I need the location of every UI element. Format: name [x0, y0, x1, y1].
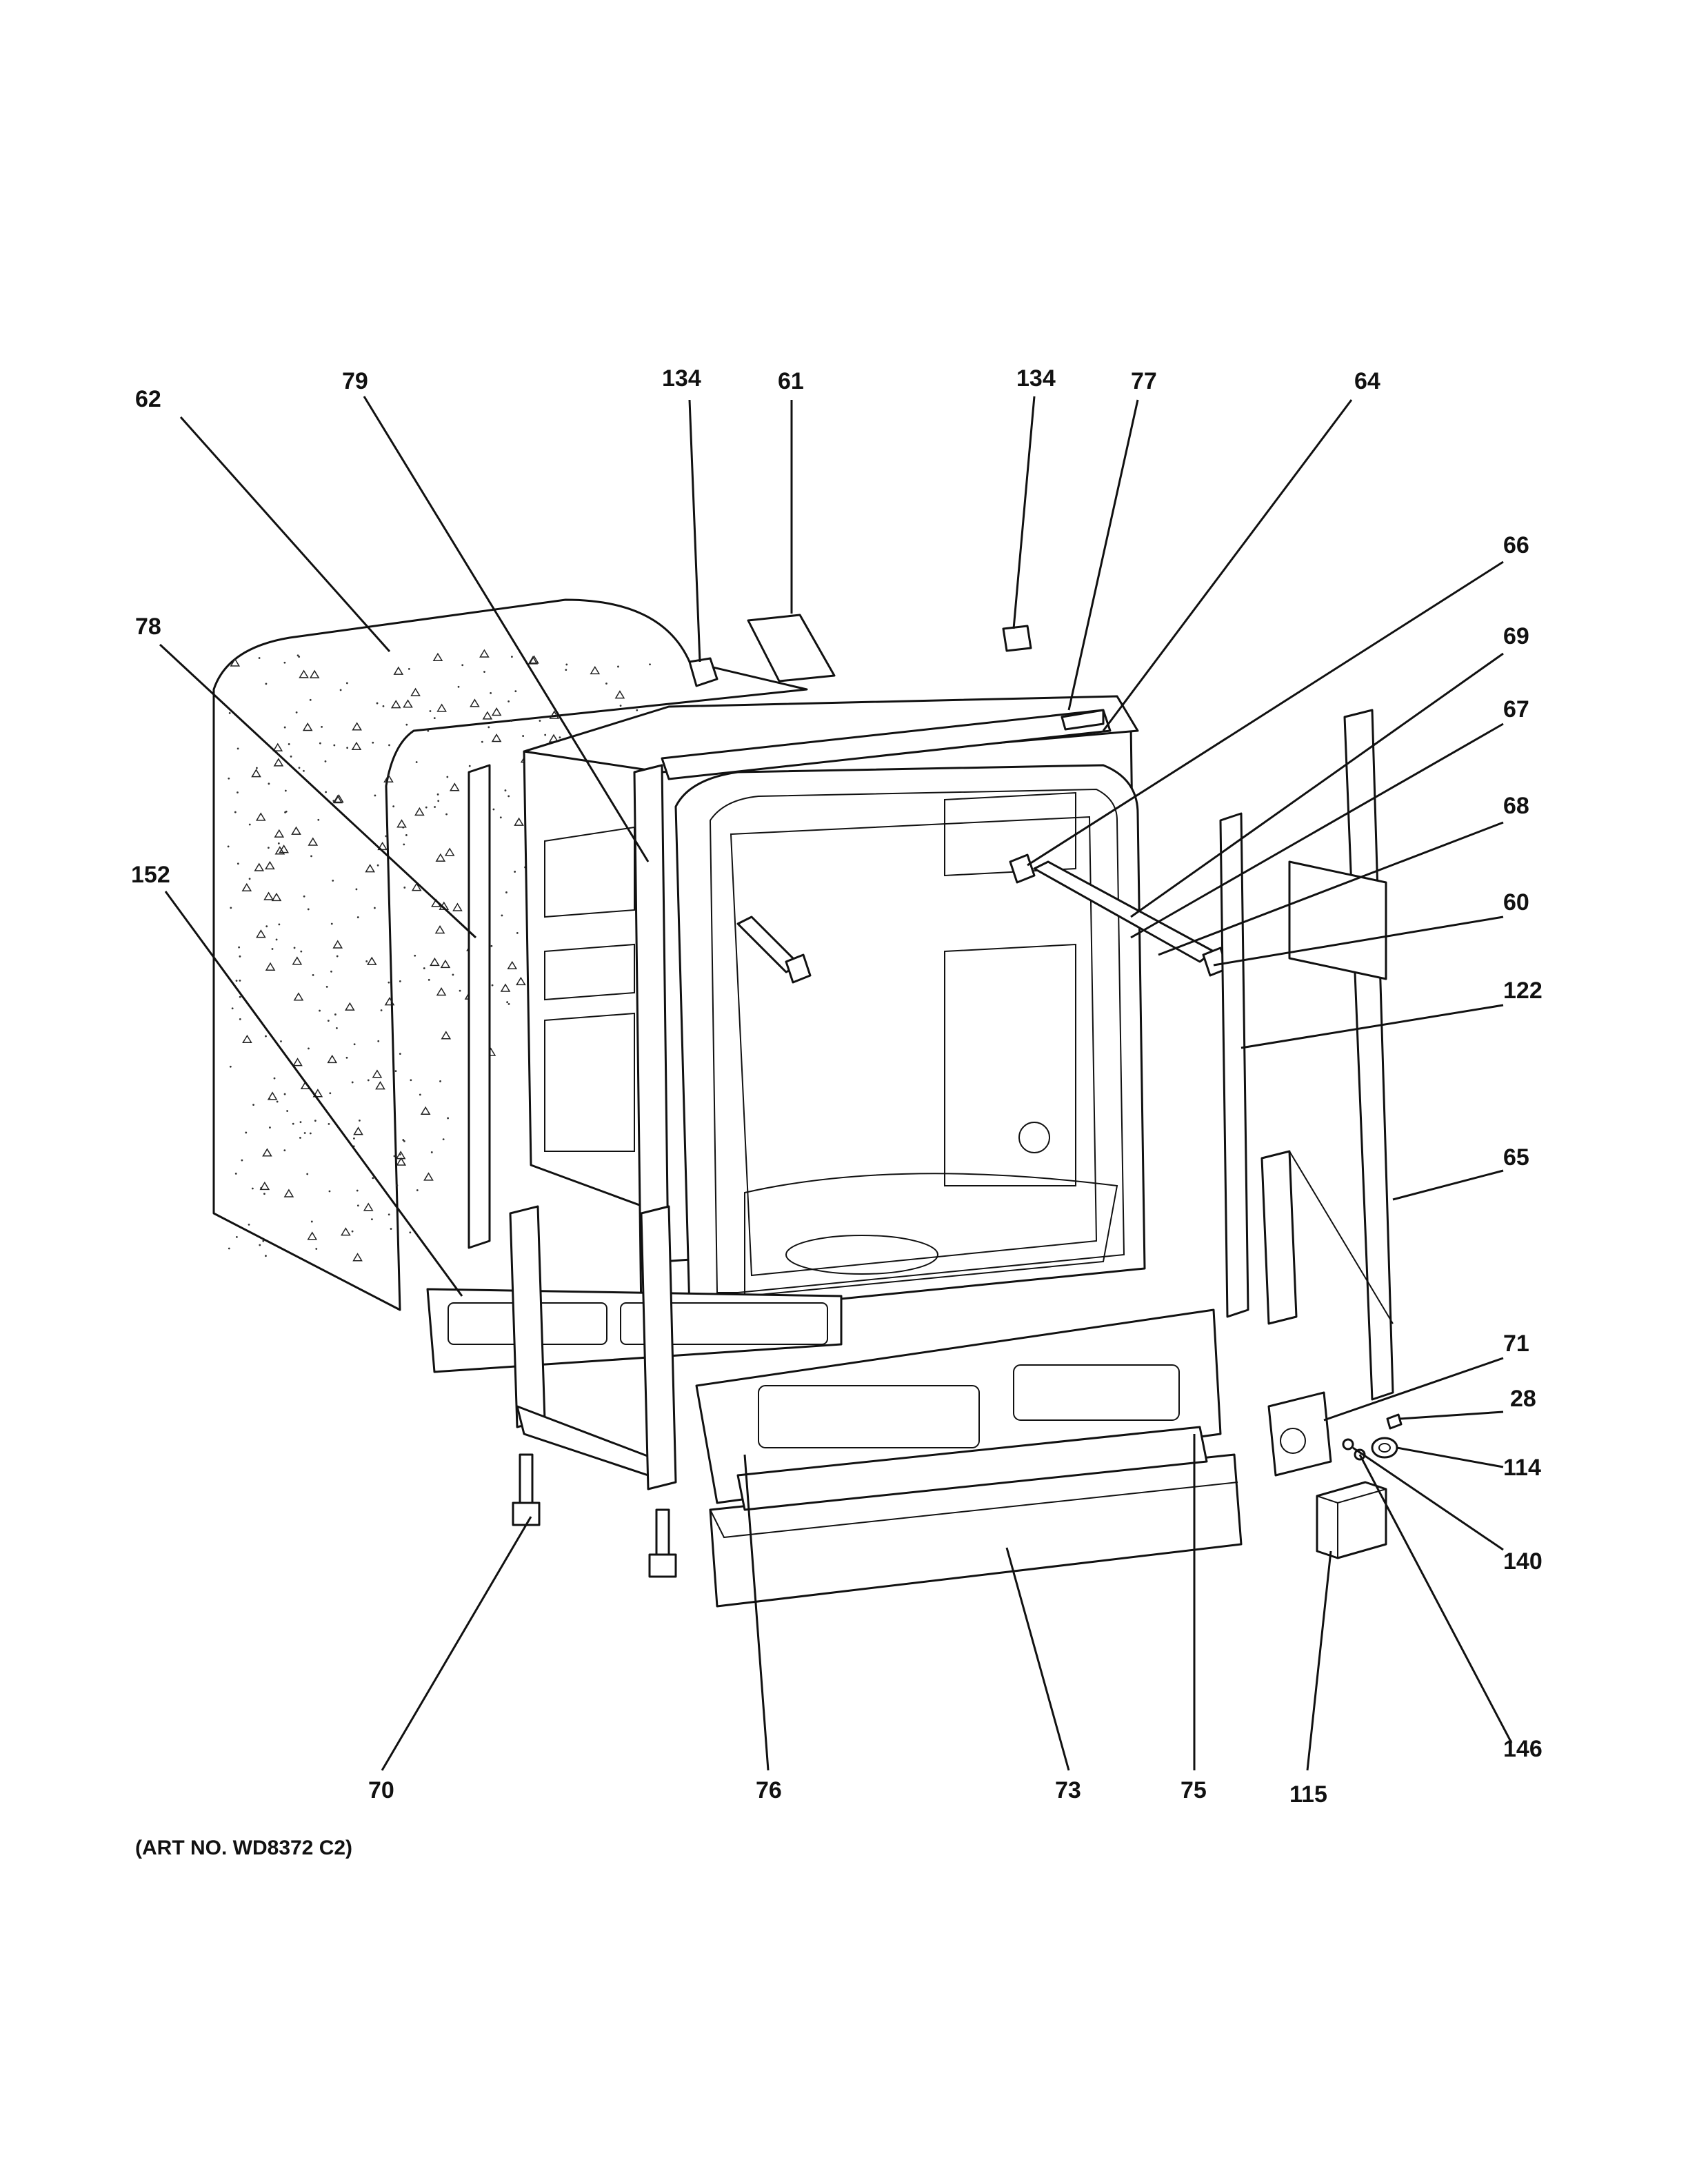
callout-115: 115 — [1289, 1781, 1327, 1808]
grommet — [1371, 1437, 1398, 1459]
callout-68: 68 — [1503, 793, 1529, 819]
screw — [1386, 1413, 1403, 1430]
callout-122: 122 — [1503, 978, 1543, 1004]
callout-114: 114 — [1503, 1455, 1541, 1481]
callout-134: 134 — [662, 365, 701, 392]
callout-75: 75 — [1180, 1777, 1207, 1803]
mounting-clip-left — [688, 657, 719, 687]
callout-140: 140 — [1503, 1548, 1543, 1575]
nut — [1342, 1438, 1354, 1450]
callout-66: 66 — [1503, 532, 1529, 558]
callout-76: 76 — [756, 1777, 782, 1803]
top-rail — [661, 709, 1112, 780]
right-side-trim — [1219, 812, 1249, 1318]
callout-77: 77 — [1131, 368, 1157, 394]
callout-70: 70 — [368, 1777, 394, 1803]
tub-assembly — [523, 695, 1146, 1318]
leveling-leg-left — [512, 1453, 541, 1526]
callout-71: 71 — [1503, 1331, 1529, 1357]
art-number: (ART NO. WD8372 C2) — [135, 1837, 353, 1859]
kick-plate — [709, 1426, 1243, 1608]
left-side-trim — [468, 764, 491, 1249]
callout-64: 64 — [1354, 368, 1380, 394]
lower-front-panel — [426, 1288, 843, 1373]
callout-78: 78 — [135, 614, 161, 640]
callout-69: 69 — [1503, 623, 1529, 649]
callout-79: 79 — [342, 368, 368, 394]
toe-kick-panel — [695, 1308, 1222, 1504]
callout-67: 67 — [1503, 696, 1529, 722]
callout-61: 61 — [778, 368, 804, 394]
hinge-bracket — [1267, 1391, 1332, 1477]
lower-frame — [509, 1205, 677, 1490]
mounting-clip-right — [1002, 625, 1032, 652]
top-bracket-61 — [747, 614, 836, 682]
leveling-leg-center — [648, 1508, 677, 1578]
callout-60: 60 — [1503, 889, 1529, 916]
callout-labels: 62 79 134 61 134 77 64 66 78 69 67 68 15… — [131, 365, 1543, 1808]
callout-152: 152 — [131, 862, 170, 888]
right-side-panel — [1260, 709, 1394, 1401]
callout-65: 65 — [1503, 1144, 1529, 1171]
leader-lines — [159, 396, 1513, 1771]
door-rail-left — [736, 916, 812, 984]
junction-box — [1316, 1481, 1387, 1559]
callout-134: 134 — [1016, 365, 1056, 392]
callout-146: 146 — [1503, 1736, 1543, 1762]
callout-73: 73 — [1055, 1777, 1081, 1803]
callout-28: 28 — [1510, 1386, 1536, 1412]
callout-62: 62 — [135, 386, 161, 412]
